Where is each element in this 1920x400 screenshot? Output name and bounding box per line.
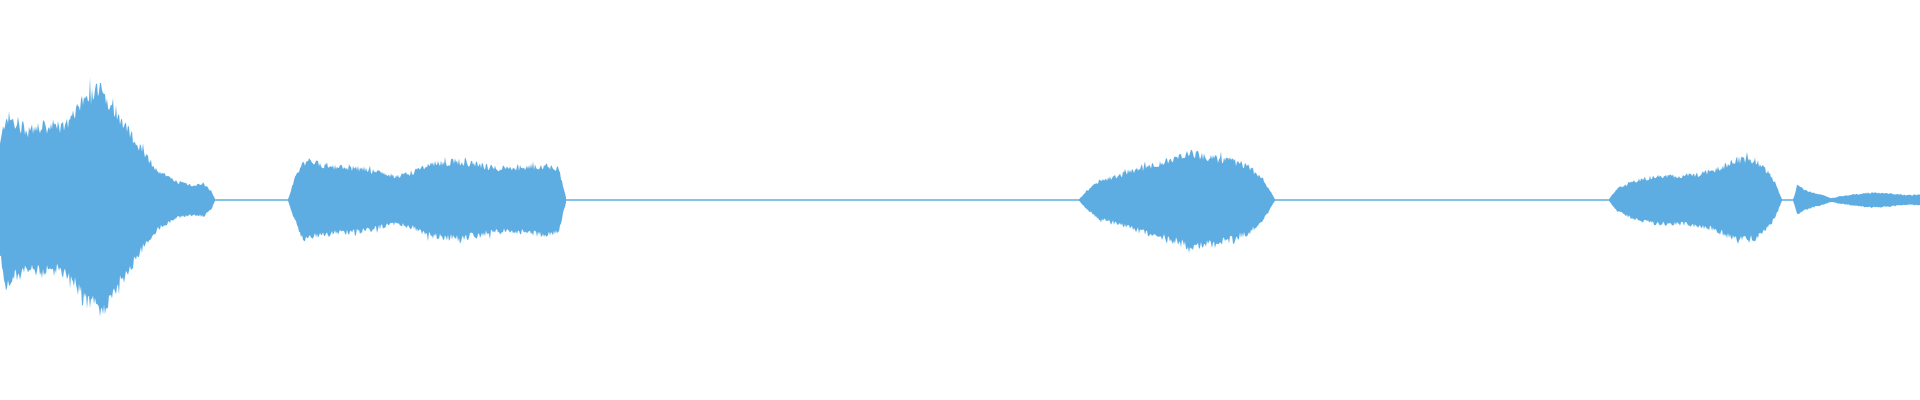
- waveform-burst-3: [1079, 149, 1275, 253]
- waveform-burst-4: [1609, 151, 1782, 244]
- waveform-burst-2: [288, 157, 566, 244]
- waveform-burst-1: [0, 77, 215, 317]
- waveform-segments: [0, 77, 1920, 317]
- waveform-burst-5: [1793, 184, 1920, 215]
